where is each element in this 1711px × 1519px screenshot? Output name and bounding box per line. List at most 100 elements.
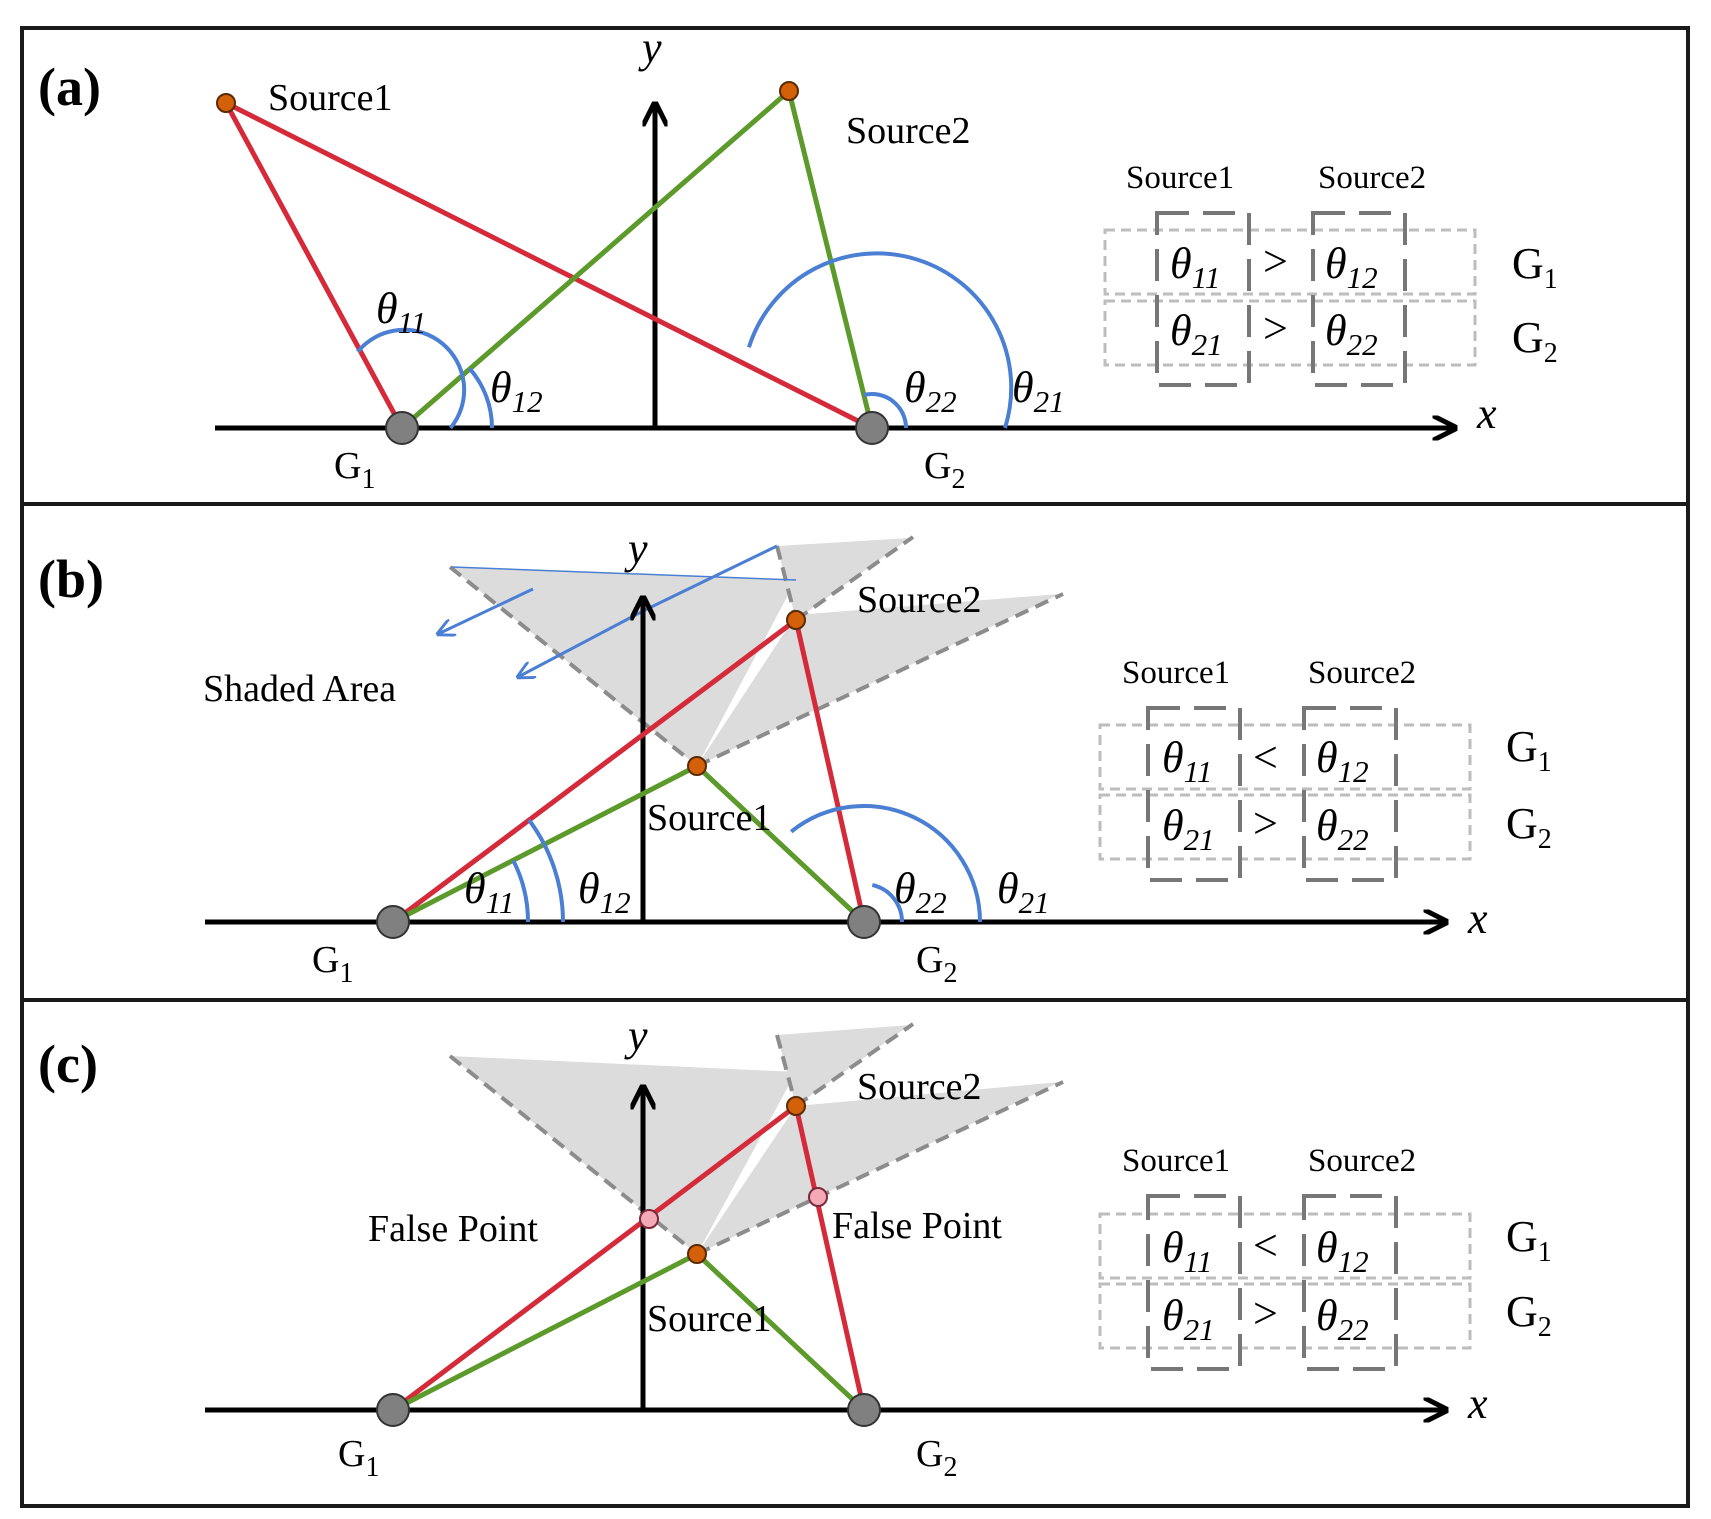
dashed-boundary bbox=[448, 565, 699, 768]
legend-row-box bbox=[1098, 723, 1472, 791]
legend-row2-left: θ21 bbox=[1170, 306, 1223, 362]
sensor-g1-label: G1 bbox=[334, 445, 375, 495]
legend-row1-left: θ11 bbox=[1170, 239, 1220, 295]
legend-col-box bbox=[1302, 1194, 1398, 1371]
legend-row2-left: θ21 bbox=[1162, 1291, 1215, 1347]
dashed-boundary bbox=[794, 535, 915, 622]
legend-col-source2: Source2 bbox=[1308, 655, 1416, 691]
angle-label-theta21: θ21 bbox=[1012, 363, 1065, 419]
angle-arc-theta21 bbox=[746, 251, 1014, 429]
angle-comparison-legend: Source1 Source2 θ11 < θ12 θ21 > θ22 G1 G… bbox=[1098, 1143, 1552, 1371]
source1-label: Source1 bbox=[647, 1298, 772, 1340]
sensor-g2-label: G2 bbox=[924, 445, 965, 495]
source2-point bbox=[786, 610, 806, 630]
shaded-area bbox=[450, 1056, 796, 1254]
dashed-boundary bbox=[696, 1080, 1064, 1256]
dashed-boundary bbox=[775, 1034, 798, 1107]
panel-a: (a) x y θ11 θ12 θ22 θ21 Source1 Source2 … bbox=[38, 23, 1558, 495]
legend-row2-left: θ21 bbox=[1162, 801, 1215, 857]
angle-label-theta22: θ22 bbox=[904, 363, 957, 419]
false-point bbox=[639, 1209, 659, 1229]
sensor-g2 bbox=[855, 411, 889, 445]
x-axis-label: x bbox=[1467, 1379, 1488, 1428]
dashed-boundary bbox=[696, 592, 1064, 768]
angle-arc-theta22 bbox=[863, 392, 908, 429]
shaded-boundary-line bbox=[451, 566, 797, 581]
legend-col-box bbox=[1302, 706, 1398, 882]
legend-row1-left: θ11 bbox=[1162, 733, 1212, 789]
y-axis-label: y bbox=[624, 524, 648, 573]
legend-col-source1: Source1 bbox=[1122, 1143, 1230, 1179]
legend-row1-op: > bbox=[1263, 237, 1288, 286]
ray-g1-source1 bbox=[223, 101, 405, 430]
legend-row1-sensor: G1 bbox=[1512, 239, 1558, 295]
angle-arc-theta12 bbox=[468, 367, 494, 429]
legend-row-box bbox=[1098, 1282, 1472, 1350]
angle-arc-theta22 bbox=[871, 882, 904, 923]
legend-row2-sensor: G2 bbox=[1506, 799, 1552, 855]
panel-c: (c) x y Source1 Source2 False Point Fals… bbox=[38, 1011, 1552, 1483]
dashed-boundary bbox=[448, 1054, 699, 1256]
shaded-area bbox=[777, 1025, 910, 1106]
source2-label: Source2 bbox=[857, 1066, 982, 1108]
legend-row1-right: θ12 bbox=[1325, 239, 1378, 295]
source2-label: Source2 bbox=[857, 579, 982, 621]
legend-row1-sensor: G1 bbox=[1506, 722, 1552, 778]
ray-g2-source1 bbox=[695, 1252, 866, 1412]
legend-row2-sensor: G2 bbox=[1512, 313, 1558, 369]
legend-row-box bbox=[1098, 1212, 1472, 1280]
legend-col-source1: Source1 bbox=[1126, 160, 1234, 196]
ray-g1-source1 bbox=[391, 1251, 699, 1413]
angle-arc-theta11 bbox=[511, 859, 531, 923]
sensor-g1 bbox=[385, 411, 419, 445]
dashed-boundary bbox=[794, 1022, 915, 1108]
sensor-g2 bbox=[847, 1393, 881, 1427]
ray-g1-source2 bbox=[400, 89, 791, 430]
legend-row2-right: θ22 bbox=[1316, 1291, 1369, 1347]
legend-col-source2: Source2 bbox=[1308, 1143, 1416, 1179]
shaded-area bbox=[777, 538, 910, 620]
angle-label-theta12: θ12 bbox=[490, 363, 543, 419]
legend-row-box bbox=[1103, 299, 1477, 367]
y-axis-label: y bbox=[624, 1011, 648, 1060]
legend-col-box bbox=[1146, 1194, 1242, 1371]
legend-row2-right: θ22 bbox=[1316, 801, 1369, 857]
ray-g2-source2 bbox=[793, 1105, 867, 1411]
angle-arc-theta11 bbox=[356, 327, 467, 430]
legend-row2-op: > bbox=[1263, 304, 1288, 353]
shaded-area bbox=[450, 567, 796, 766]
legend-row1-op: < bbox=[1253, 733, 1278, 782]
false-point-label: False Point bbox=[368, 1208, 538, 1250]
sensor-g1 bbox=[376, 905, 410, 939]
panel-label: (b) bbox=[38, 549, 104, 609]
sensor-g1-label: G1 bbox=[338, 1433, 379, 1483]
source2-point bbox=[779, 81, 799, 101]
legend-row1-right: θ12 bbox=[1316, 733, 1369, 789]
legend-row1-sensor: G1 bbox=[1506, 1212, 1552, 1268]
shaded-area-label: Shaded Area bbox=[203, 668, 396, 710]
angle-label-theta11: θ11 bbox=[376, 284, 426, 340]
legend-row2-right: θ22 bbox=[1325, 306, 1378, 362]
legend-row2-op: > bbox=[1253, 799, 1278, 848]
dashed-boundary bbox=[775, 545, 798, 621]
ray-g2-source1 bbox=[695, 764, 866, 924]
legend-row1-op: < bbox=[1253, 1221, 1278, 1270]
ray-g2-source2 bbox=[793, 619, 867, 923]
legend-row1-right: θ12 bbox=[1316, 1223, 1369, 1279]
angle-comparison-legend: Source1 Source2 θ11 < θ12 θ21 > θ22 G1 G… bbox=[1098, 655, 1552, 882]
panel-label: (c) bbox=[38, 1034, 98, 1094]
source2-point bbox=[786, 1096, 806, 1116]
x-axis-label: x bbox=[1467, 894, 1488, 943]
source1-label: Source1 bbox=[647, 797, 772, 839]
legend-row2-op: > bbox=[1253, 1289, 1278, 1338]
ray-g2-source1 bbox=[224, 100, 874, 431]
angle-label-theta11: θ11 bbox=[464, 864, 514, 920]
sensor-g1-label: G1 bbox=[312, 939, 353, 989]
false-point bbox=[808, 1187, 828, 1207]
false-point-label: False Point bbox=[832, 1205, 1002, 1247]
sensor-g2-label: G2 bbox=[916, 939, 957, 989]
legend-row-box bbox=[1103, 228, 1477, 296]
legend-row1-left: θ11 bbox=[1162, 1223, 1212, 1279]
ray-g2-source2 bbox=[786, 90, 875, 429]
